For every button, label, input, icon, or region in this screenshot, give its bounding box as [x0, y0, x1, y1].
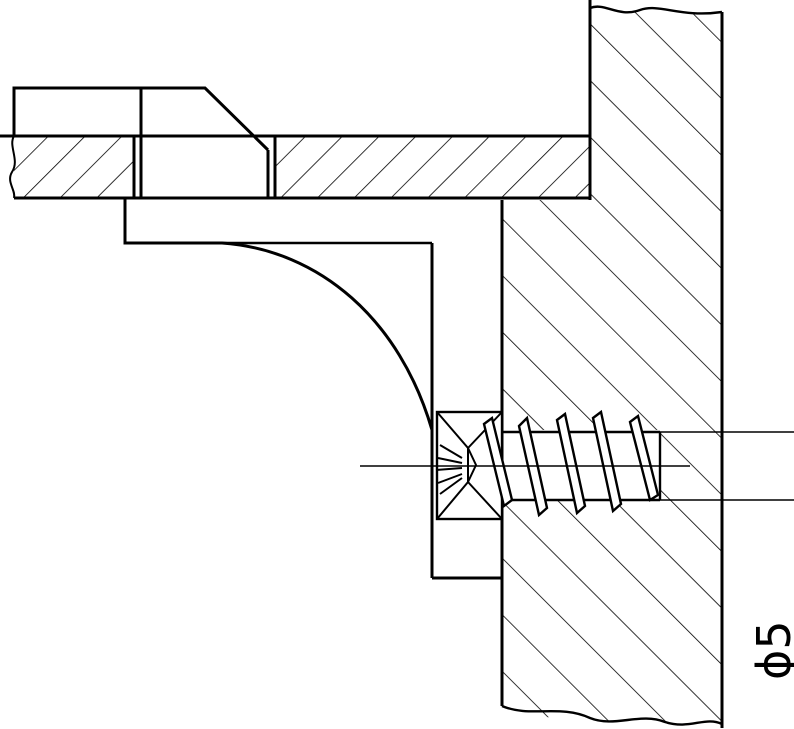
diameter-dimension — [660, 431, 794, 501]
shelf-board-section — [0, 134, 590, 200]
diameter-label: ϕ5 — [747, 620, 794, 680]
bracket-body — [123, 198, 502, 580]
wall-section — [500, 0, 724, 728]
shelf-clip — [12, 86, 270, 152]
screw-thread — [482, 409, 662, 518]
